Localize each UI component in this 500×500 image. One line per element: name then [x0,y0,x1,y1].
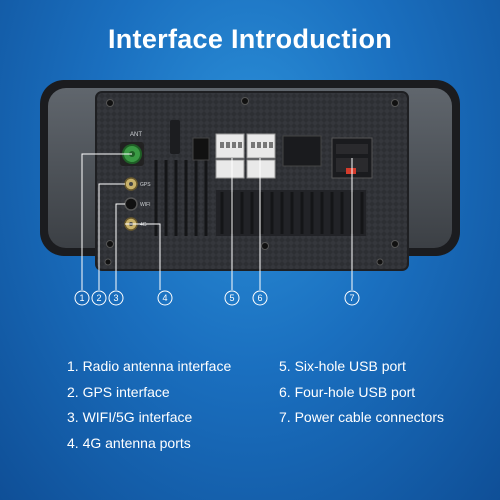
aux-connector [192,137,210,161]
callout-7: 7 [349,293,354,303]
page-title: Interface Introduction [107,24,393,54]
callout-6: 6 [257,293,262,303]
callout-lines [81,153,353,290]
head-unit-rear-view: ANT GPS WIFI 4G [40,80,460,306]
legend-item-radio-antenna: 1. Radio antenna interface [67,358,232,374]
legend-item-4g: 4. 4G antenna ports [67,435,191,452]
callout-1: 1 [79,293,84,303]
ant-port-label: ANT [130,132,142,138]
wifi-connector [124,197,138,211]
legend-item-four-hole-usb: 6. Four-hole USB port [279,383,416,400]
legend-left: 1. Radio antenna interface 2. GPS interf… [67,354,231,457]
four-hole-usb-port [246,133,276,179]
callout-5: 5 [229,293,234,303]
screw-icons [104,97,399,266]
expansion-connector [282,135,322,167]
legend-item-power-cable: 7. Power cable connectors [279,409,444,426]
legend-right: 5. Six-hole USB port 6. Four-hole USB po… [279,354,444,431]
callout-2: 2 [96,293,101,303]
legend-item-gps: 2. GPS interface [67,383,170,400]
gps-connector [124,177,138,191]
fourg-port-label: 4G [140,222,147,228]
chassis-housing [95,91,409,271]
wifi-port-label: WIFI [140,202,151,208]
legend-item-wifi: 3. WIFI/5G interface [67,409,193,426]
callout-4: 4 [162,293,167,303]
callout-3: 3 [113,293,118,303]
six-hole-usb-port [215,133,245,179]
gps-port-label: GPS [140,182,151,188]
legend-item-six-hole-usb: 5. Six-hole USB port [279,358,406,374]
callout-markers [74,290,360,306]
